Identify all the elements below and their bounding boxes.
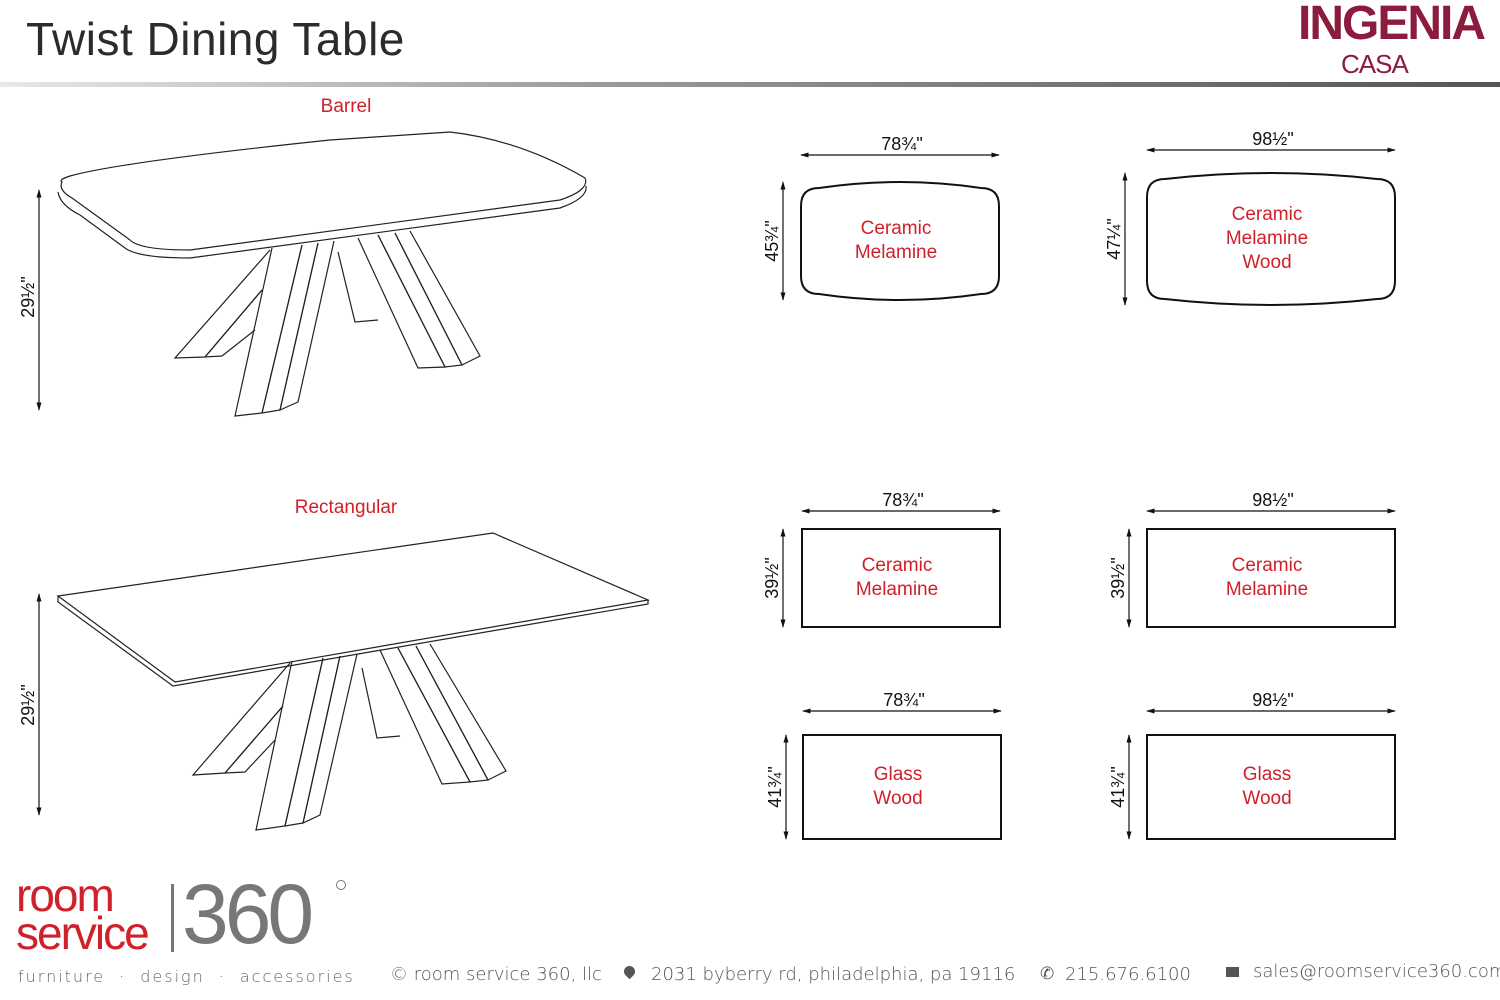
material-label: Glass <box>1242 764 1292 785</box>
phone-icon: ✆ <box>1040 964 1055 983</box>
material-label: Ceramic <box>1231 555 1303 576</box>
material-label: Wood <box>1242 788 1292 809</box>
material-label: Melamine <box>1225 228 1309 249</box>
phone-number[interactable]: 215.676.6100 <box>1065 964 1191 985</box>
logo-word-service: service <box>16 907 150 959</box>
table-outline-rect <box>802 734 1002 840</box>
width-label: 98½" <box>1252 690 1294 710</box>
barrel-table-drawing <box>57 131 587 417</box>
material-label: Ceramic <box>1231 204 1303 225</box>
table-outline-rect <box>801 528 1001 628</box>
material-label: Melamine <box>854 242 938 263</box>
width-label: 98½" <box>1252 490 1294 510</box>
tagline-furniture: furniture <box>18 967 106 986</box>
tagline: furniture·design·accessories <box>18 967 355 986</box>
header-divider <box>0 82 1500 87</box>
logo-360: 360 <box>182 867 314 961</box>
table-outline-barrel <box>1146 172 1396 306</box>
ingenia-casa-logo: CASA <box>1341 49 1409 79</box>
address: 2031 byberry rd, philadelphia, pa 19116 <box>651 964 1016 985</box>
material-label: Wood <box>1242 252 1292 273</box>
depth-label: 39½" <box>762 557 782 599</box>
width-label: 78¾" <box>883 690 925 710</box>
email-link[interactable]: sales@roomservice360.com <box>1253 961 1500 982</box>
depth-label: 45¾" <box>762 220 782 262</box>
ingenia-logo: INGENIA <box>1297 0 1486 50</box>
email-icon <box>1226 967 1239 977</box>
logo-divider <box>171 884 174 952</box>
table-outline-barrel <box>800 181 1000 301</box>
degree-icon <box>336 880 346 890</box>
depth-label: 41¾" <box>765 766 785 808</box>
depth-label: 41¾" <box>1108 766 1128 808</box>
roomservice-logo: room service <box>16 869 150 959</box>
page-title: Twist Dining Table <box>26 13 405 65</box>
material-label: Glass <box>873 764 923 785</box>
tagline-accessories: accessories <box>239 967 355 986</box>
width-label: 98½" <box>1252 129 1294 149</box>
rectangular-table-drawing <box>56 532 651 831</box>
copyright: © room service 360, llc <box>390 964 602 985</box>
tagline-design: design <box>140 967 205 986</box>
material-label: Melamine <box>855 579 939 600</box>
material-label: Ceramic <box>861 555 933 576</box>
depth-label: 47¼" <box>1104 218 1124 260</box>
table-outline-rect <box>1146 528 1396 628</box>
barrel-label: Barrel <box>320 96 372 117</box>
rectangular-label: Rectangular <box>294 497 398 518</box>
material-label: Melamine <box>1225 579 1309 600</box>
depth-label: 39½" <box>1108 557 1128 599</box>
rect-height-label: 29½" <box>18 684 38 726</box>
material-label: Wood <box>873 788 923 809</box>
barrel-height-label: 29½" <box>18 276 38 318</box>
logo-word-room: room <box>16 869 115 921</box>
width-label: 78¾" <box>881 134 923 154</box>
material-label: Ceramic <box>860 218 932 239</box>
width-label: 78¾" <box>882 490 924 510</box>
table-outline-rect <box>1146 734 1396 840</box>
